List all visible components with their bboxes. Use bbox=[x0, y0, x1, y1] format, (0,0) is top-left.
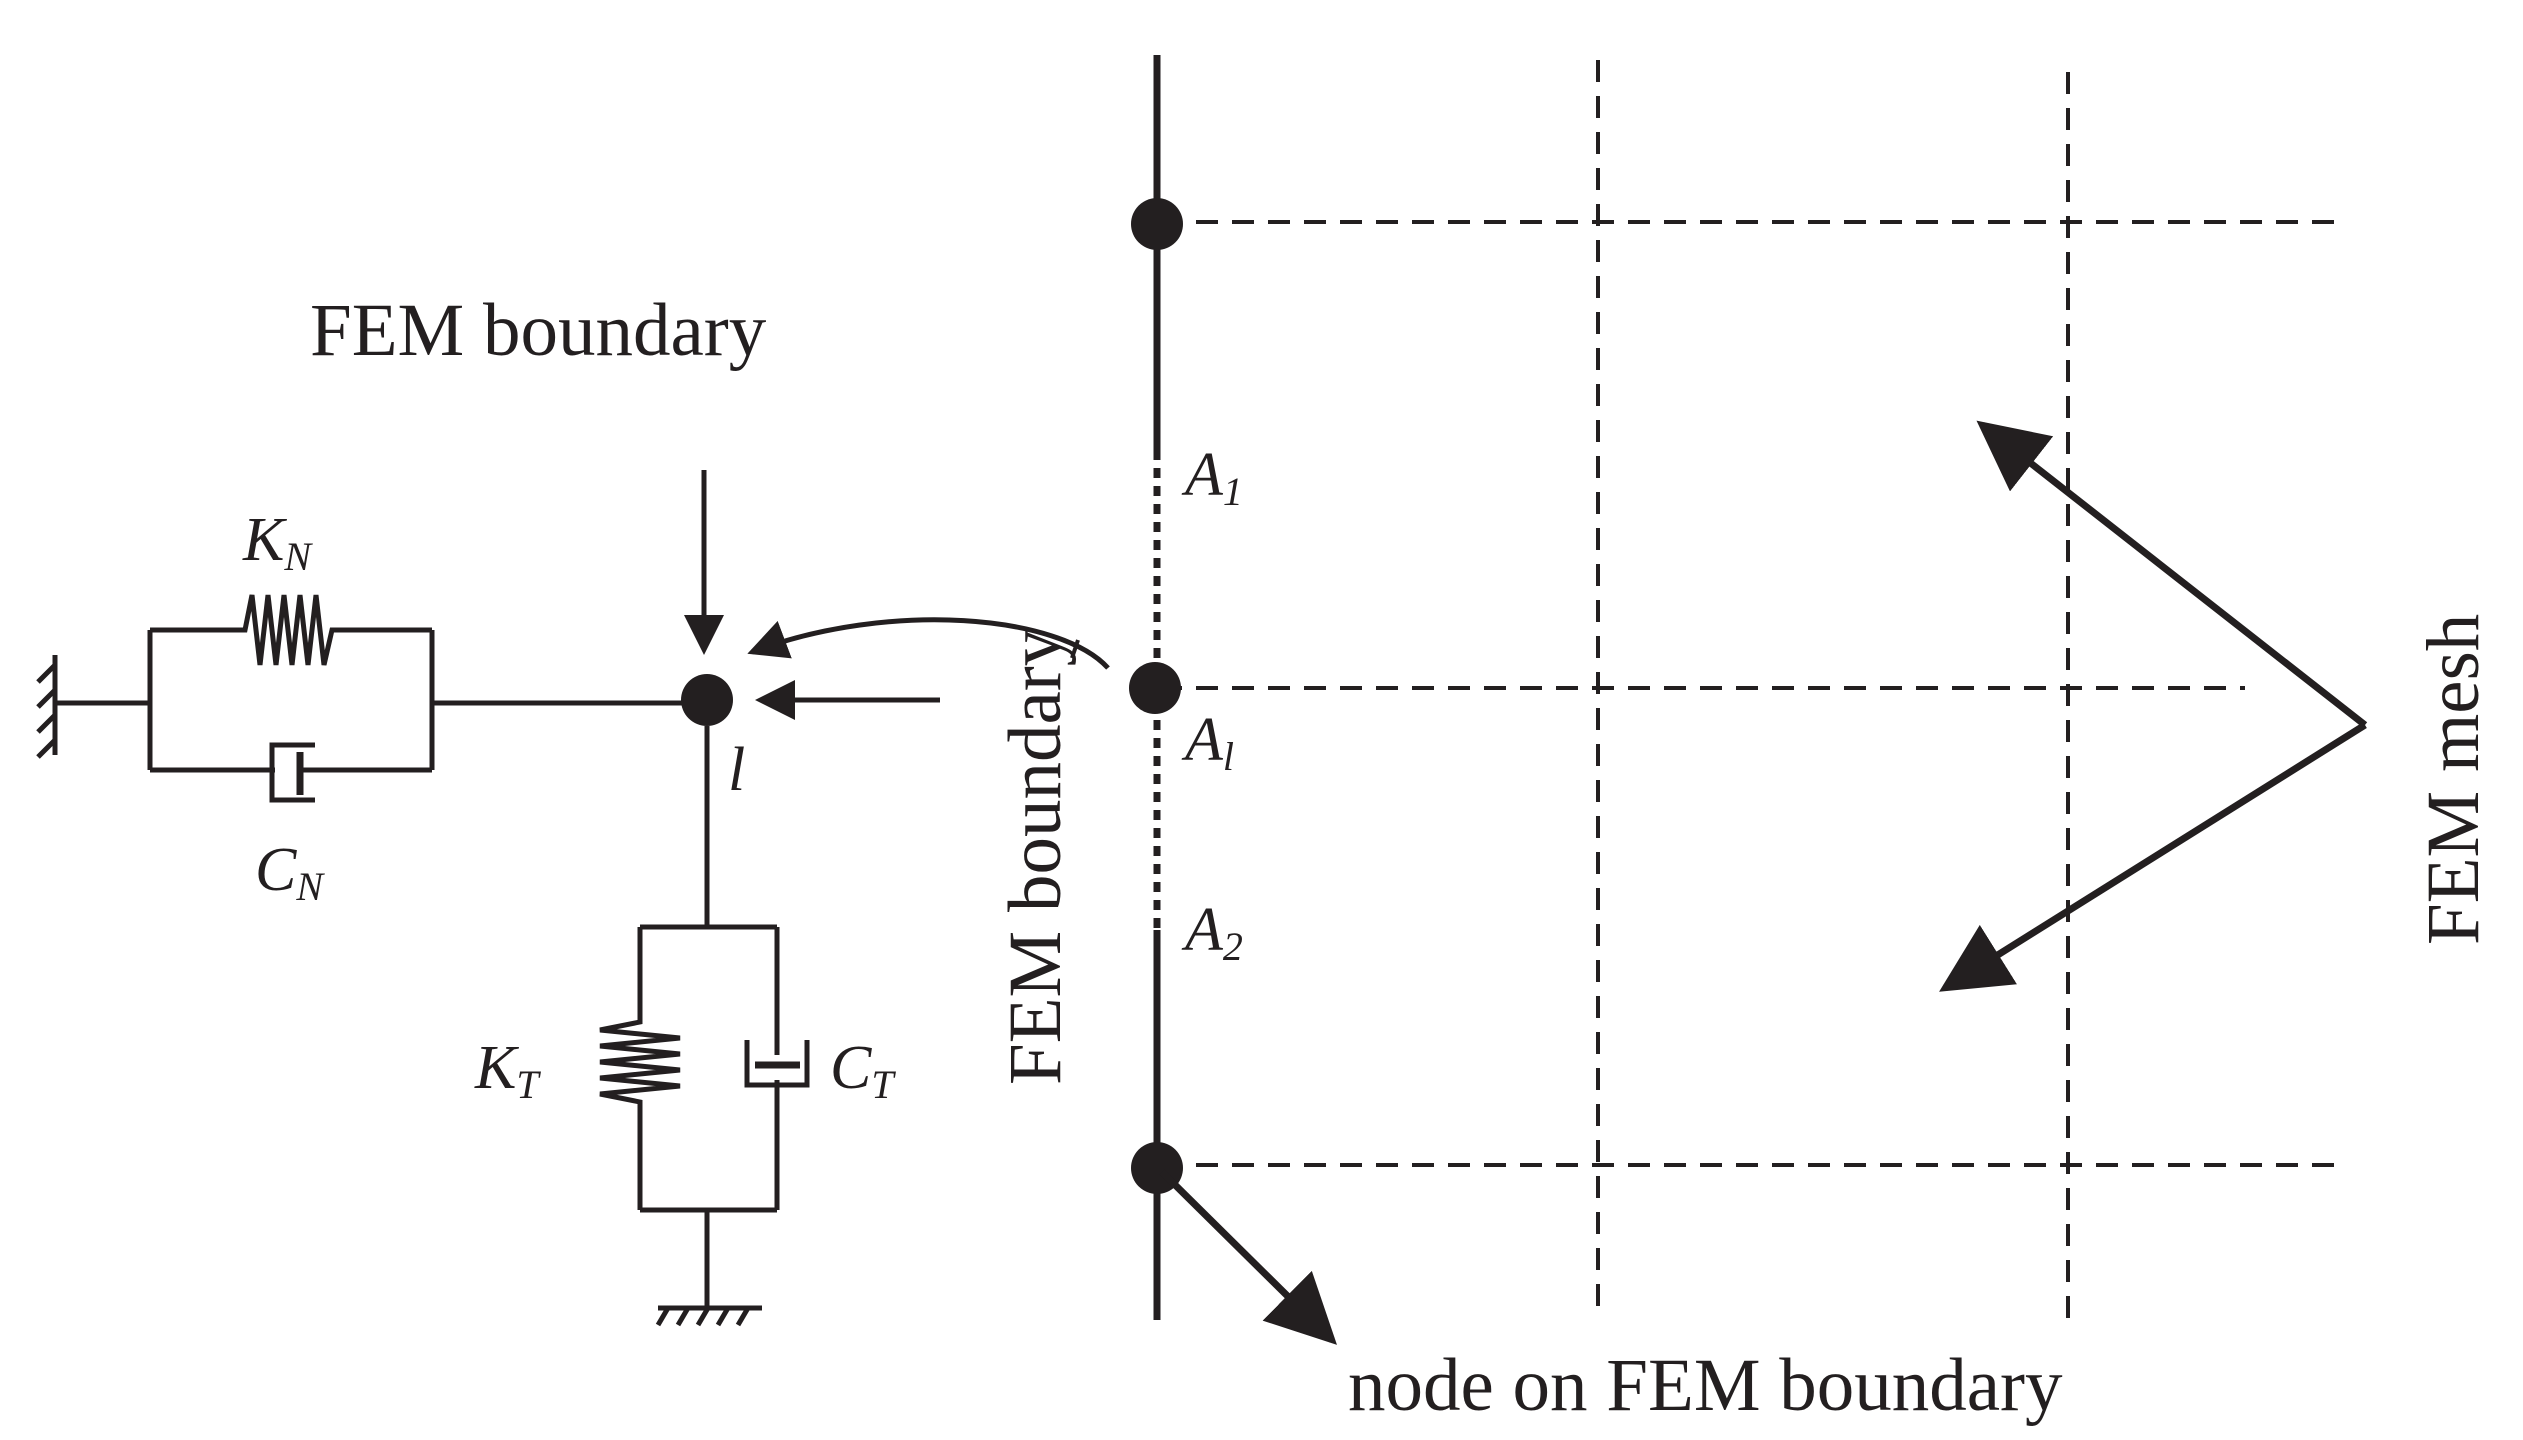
label-al-middle: Al bbox=[1181, 706, 1234, 779]
label-ct: CT bbox=[830, 1034, 896, 1107]
label-kt: KT bbox=[474, 1034, 541, 1107]
curved-arrow-to-node bbox=[747, 617, 1110, 670]
tick-mark bbox=[1070, 639, 1080, 659]
spring-kn bbox=[150, 594, 432, 666]
node-caption-arrow bbox=[1159, 1169, 1337, 1345]
label-a1-top: A1 bbox=[1181, 441, 1243, 514]
tangential-spring-dashpot bbox=[599, 726, 810, 1327]
dashpot-cn bbox=[269, 742, 315, 803]
normal-spring-dashpot bbox=[36, 594, 682, 803]
label-a2: A2 bbox=[1181, 896, 1243, 969]
mesh-arrow-upper bbox=[1976, 420, 2368, 728]
fem-boundary-vertical-label: FEM boundary bbox=[994, 628, 1077, 1085]
boundary-node-middle bbox=[1129, 662, 1181, 714]
fem-mesh-label: FEM mesh bbox=[2412, 614, 2495, 945]
spring-kt bbox=[599, 927, 681, 1210]
dashpot-ct bbox=[744, 1040, 810, 1088]
node-l-label: l bbox=[728, 736, 745, 804]
fem-mesh-grid bbox=[1160, 60, 2345, 1320]
boundary-node-top bbox=[1131, 198, 1183, 250]
fem-boundary-top-label: FEM boundary bbox=[310, 289, 767, 372]
mesh-arrow-lower bbox=[1939, 722, 2367, 992]
label-kn: KN bbox=[242, 506, 313, 579]
spring-node-l bbox=[681, 674, 733, 726]
node-caption: node on FEM boundary bbox=[1348, 1344, 2063, 1427]
label-cn: CN bbox=[255, 836, 325, 909]
